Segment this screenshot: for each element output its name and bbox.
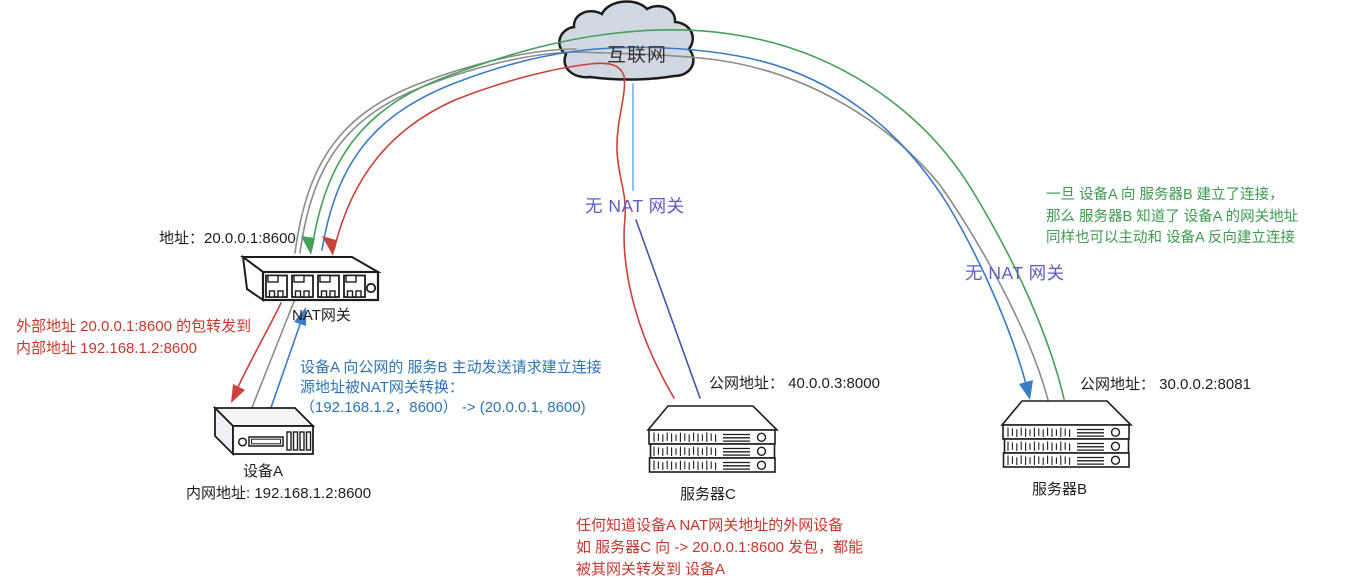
- green-arrowhead-into-gateway: [301, 236, 315, 255]
- blue-arrowhead-into-server-b: [1019, 380, 1033, 400]
- no-nat-label-left: 无 NAT 网关: [585, 196, 685, 216]
- vent-hatch: [1007, 441, 1071, 451]
- red-arrowhead-into-device-a: [231, 384, 245, 403]
- ethernet-port-icon: [291, 274, 314, 298]
- vent-hatch: [1007, 427, 1071, 437]
- device-a-label: 设备A: [243, 463, 284, 480]
- flow-blue-outbound: [321, 46, 1029, 393]
- internet-cloud-shape: [558, 0, 695, 81]
- blue-arrowhead-into-gateway-bottom: [294, 307, 306, 326]
- flow-blue-device-a-to-gateway: [265, 309, 306, 423]
- server-b-icon: [1000, 400, 1133, 468]
- device-a-address: 内网地址: 192.168.1.2:8600: [186, 485, 372, 502]
- ethernet-port-icon: [343, 274, 366, 298]
- server-c-label: 服务器C: [680, 486, 736, 503]
- nat-gateway-address: 地址：20.0.0.1:8600: [159, 230, 296, 247]
- flow-gray-link-2: [294, 48, 577, 254]
- ethernet-port-icon: [265, 274, 288, 298]
- server-b-label: 服务器B: [1032, 481, 1088, 498]
- annotation-outbound: 设备A 向公网的 服务B 主动发送请求建立连接 源地址被NAT网关转换： （19…: [300, 359, 602, 416]
- ethernet-port-icon: [317, 274, 340, 298]
- annotation-nat-forward: 外部地址 20.0.0.1:8600 的包转发到 内部地址 192.168.1.…: [16, 318, 252, 357]
- flow-navy-server-c-link: [635, 219, 701, 399]
- vent-hatch: [653, 432, 717, 442]
- flow-gray-link-gateway-device-a: [250, 298, 296, 411]
- annotation-reverse-connect: 一旦 设备A 向 服务器B 建立了连接， 那么 服务器B 知道了 设备A 的网关…: [1046, 187, 1299, 246]
- server-b-address: 公网地址： 30.0.0.2:8081: [1080, 376, 1251, 393]
- annotation-inbound: 任何知道设备A NAT网关地址的外网设备 如 服务器C 向 -> 20.0.0.…: [576, 517, 864, 578]
- server-c-icon: [646, 405, 779, 473]
- vent-hatch: [653, 446, 717, 456]
- device-a-icon: [212, 405, 316, 457]
- vent-hatch: [653, 460, 717, 470]
- server-c-address: 公网地址： 40.0.0.3:8000: [709, 375, 880, 392]
- no-nat-label-right: 无 NAT 网关: [965, 263, 1065, 283]
- internet-cloud-label: 互联网: [607, 45, 668, 66]
- nat-gateway-icon: [240, 254, 382, 302]
- flow-green-reverse-connect: [311, 29, 1065, 400]
- nat-gateway-label: NAT网关: [292, 307, 351, 324]
- vent-hatch: [1007, 455, 1071, 465]
- flow-gray-link-a-to-b: [299, 51, 1049, 401]
- red-arrowhead-into-gateway: [322, 236, 336, 256]
- flow-red-inbound: [333, 62, 675, 399]
